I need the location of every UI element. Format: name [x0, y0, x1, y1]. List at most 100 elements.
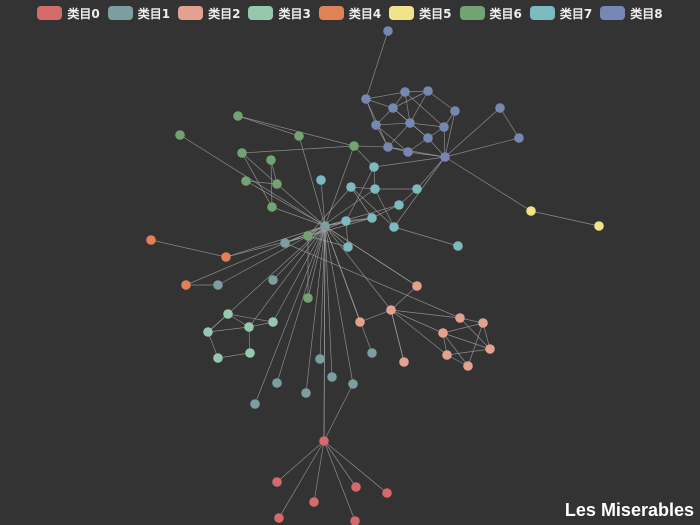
legend-item-6[interactable]: 类目6	[459, 4, 522, 22]
graph-node-cat0[interactable]	[382, 488, 392, 498]
graph-node-cat6[interactable]	[303, 293, 313, 303]
graph-node-cat8[interactable]	[423, 133, 433, 143]
graph-node-cat1[interactable]	[268, 275, 278, 285]
graph-node-cat8[interactable]	[514, 133, 524, 143]
graph-node-cat2[interactable]	[442, 350, 452, 360]
graph-node-cat8[interactable]	[388, 103, 398, 113]
legend-label: 类目0	[67, 6, 100, 21]
graph-node-cat3[interactable]	[213, 353, 223, 363]
graph-node-cat3[interactable]	[268, 317, 278, 327]
graph-edge	[271, 206, 326, 227]
graph-node-cat8[interactable]	[383, 142, 393, 152]
graph-node-cat8[interactable]	[361, 94, 371, 104]
graph-node-cat0[interactable]	[351, 482, 361, 492]
graph-node-cat7[interactable]	[453, 241, 463, 251]
legend-item-2[interactable]: 类目2	[178, 4, 240, 22]
graph-node-cat3[interactable]	[244, 322, 254, 332]
graph-node-cat8[interactable]	[403, 147, 413, 157]
graph-node-cat6[interactable]	[349, 141, 359, 151]
legend-item-1[interactable]: 类目1	[107, 4, 170, 22]
graph-edge	[324, 225, 349, 248]
graph-node-cat1[interactable]	[250, 399, 260, 409]
legend-swatch	[600, 6, 626, 20]
graph-edge	[323, 383, 354, 442]
graph-node-cat7[interactable]	[341, 216, 351, 226]
graph-node-cat8[interactable]	[371, 120, 381, 130]
graph-node-cat1[interactable]	[327, 372, 337, 382]
legend-item-3[interactable]: 类目3	[248, 4, 311, 22]
graph-node-cat7[interactable]	[412, 184, 422, 194]
graph-node-cat2[interactable]	[463, 361, 473, 371]
graph-node-cat3[interactable]	[223, 309, 233, 319]
legend-item-4[interactable]: 类目4	[318, 4, 381, 22]
graph-edge	[323, 440, 388, 494]
graph-node-cat7[interactable]	[369, 162, 379, 172]
graph-node-cat0[interactable]	[272, 477, 282, 487]
graph-node-cat8[interactable]	[423, 86, 433, 96]
graph-node-cat8[interactable]	[405, 118, 415, 128]
graph-node-cat1[interactable]	[315, 354, 325, 364]
graph-node-cat2[interactable]	[478, 318, 488, 328]
legend: 类目0 类目1 类目2 类目3 类目4 类目5 类目6 类目7 类目8	[0, 4, 700, 22]
graph-node-cat3[interactable]	[245, 348, 255, 358]
graph-node-cat0[interactable]	[319, 436, 329, 446]
graph-node-cat8[interactable]	[450, 106, 460, 116]
graph-node-cat8[interactable]	[440, 152, 450, 162]
graph-node-cat6[interactable]	[272, 179, 282, 189]
graph-node-cat1[interactable]	[272, 378, 282, 388]
graph-node-cat6[interactable]	[294, 131, 304, 141]
graph-node-cat7[interactable]	[346, 182, 356, 192]
graph-edge	[387, 122, 411, 148]
graph-node-cat2[interactable]	[485, 344, 495, 354]
graph-node-cat8[interactable]	[439, 122, 449, 132]
graph-node-cat6[interactable]	[266, 155, 276, 165]
graph-node-cat6[interactable]	[241, 176, 251, 186]
graph-node-cat7[interactable]	[343, 242, 353, 252]
graph-node-cat1[interactable]	[280, 238, 290, 248]
graph-node-cat4[interactable]	[221, 252, 231, 262]
graph-node-cat7[interactable]	[389, 222, 399, 232]
graph-node-cat4[interactable]	[181, 280, 191, 290]
graph-node-cat0[interactable]	[309, 497, 319, 507]
graph-node-cat7[interactable]	[370, 184, 380, 194]
graph-edge	[245, 180, 326, 227]
graph-node-cat8[interactable]	[383, 26, 393, 36]
graph-node-cat1[interactable]	[320, 221, 330, 231]
graph-node-cat2[interactable]	[438, 328, 448, 338]
graph-edge	[350, 186, 395, 228]
graph-edge	[305, 225, 326, 394]
legend-item-8[interactable]: 类目8	[600, 4, 663, 22]
graph-edge	[390, 309, 405, 363]
graph-node-cat5[interactable]	[594, 221, 604, 231]
graph-node-cat0[interactable]	[350, 516, 360, 525]
graph-node-cat6[interactable]	[303, 231, 313, 241]
graph-node-cat4[interactable]	[146, 235, 156, 245]
legend-label: 类目3	[278, 6, 311, 21]
graph-node-cat6[interactable]	[233, 111, 243, 121]
graph-node-cat7[interactable]	[394, 200, 404, 210]
graph-node-cat8[interactable]	[400, 87, 410, 97]
graph-node-cat8[interactable]	[495, 103, 505, 113]
graph-node-cat1[interactable]	[301, 388, 311, 398]
graph-node-cat1[interactable]	[348, 379, 358, 389]
graph-edge	[324, 204, 400, 227]
graph-node-cat6[interactable]	[237, 148, 247, 158]
graph-node-cat2[interactable]	[399, 357, 409, 367]
graph-node-cat3[interactable]	[203, 327, 213, 337]
graph-node-cat6[interactable]	[175, 130, 185, 140]
graph-node-cat2[interactable]	[412, 281, 422, 291]
graph-node-cat1[interactable]	[213, 280, 223, 290]
legend-item-5[interactable]: 类目5	[389, 4, 452, 22]
legend-item-7[interactable]: 类目7	[529, 4, 592, 22]
legend-label: 类目8	[630, 6, 663, 21]
graph-node-cat7[interactable]	[316, 175, 326, 185]
graph-node-cat2[interactable]	[386, 305, 396, 315]
graph-node-cat6[interactable]	[267, 202, 277, 212]
graph-node-cat7[interactable]	[367, 213, 377, 223]
graph-node-cat2[interactable]	[355, 317, 365, 327]
graph-node-cat1[interactable]	[367, 348, 377, 358]
legend-item-0[interactable]: 类目0	[37, 4, 100, 22]
graph-node-cat5[interactable]	[526, 206, 536, 216]
graph-node-cat2[interactable]	[455, 313, 465, 323]
graph-node-cat0[interactable]	[274, 513, 284, 523]
